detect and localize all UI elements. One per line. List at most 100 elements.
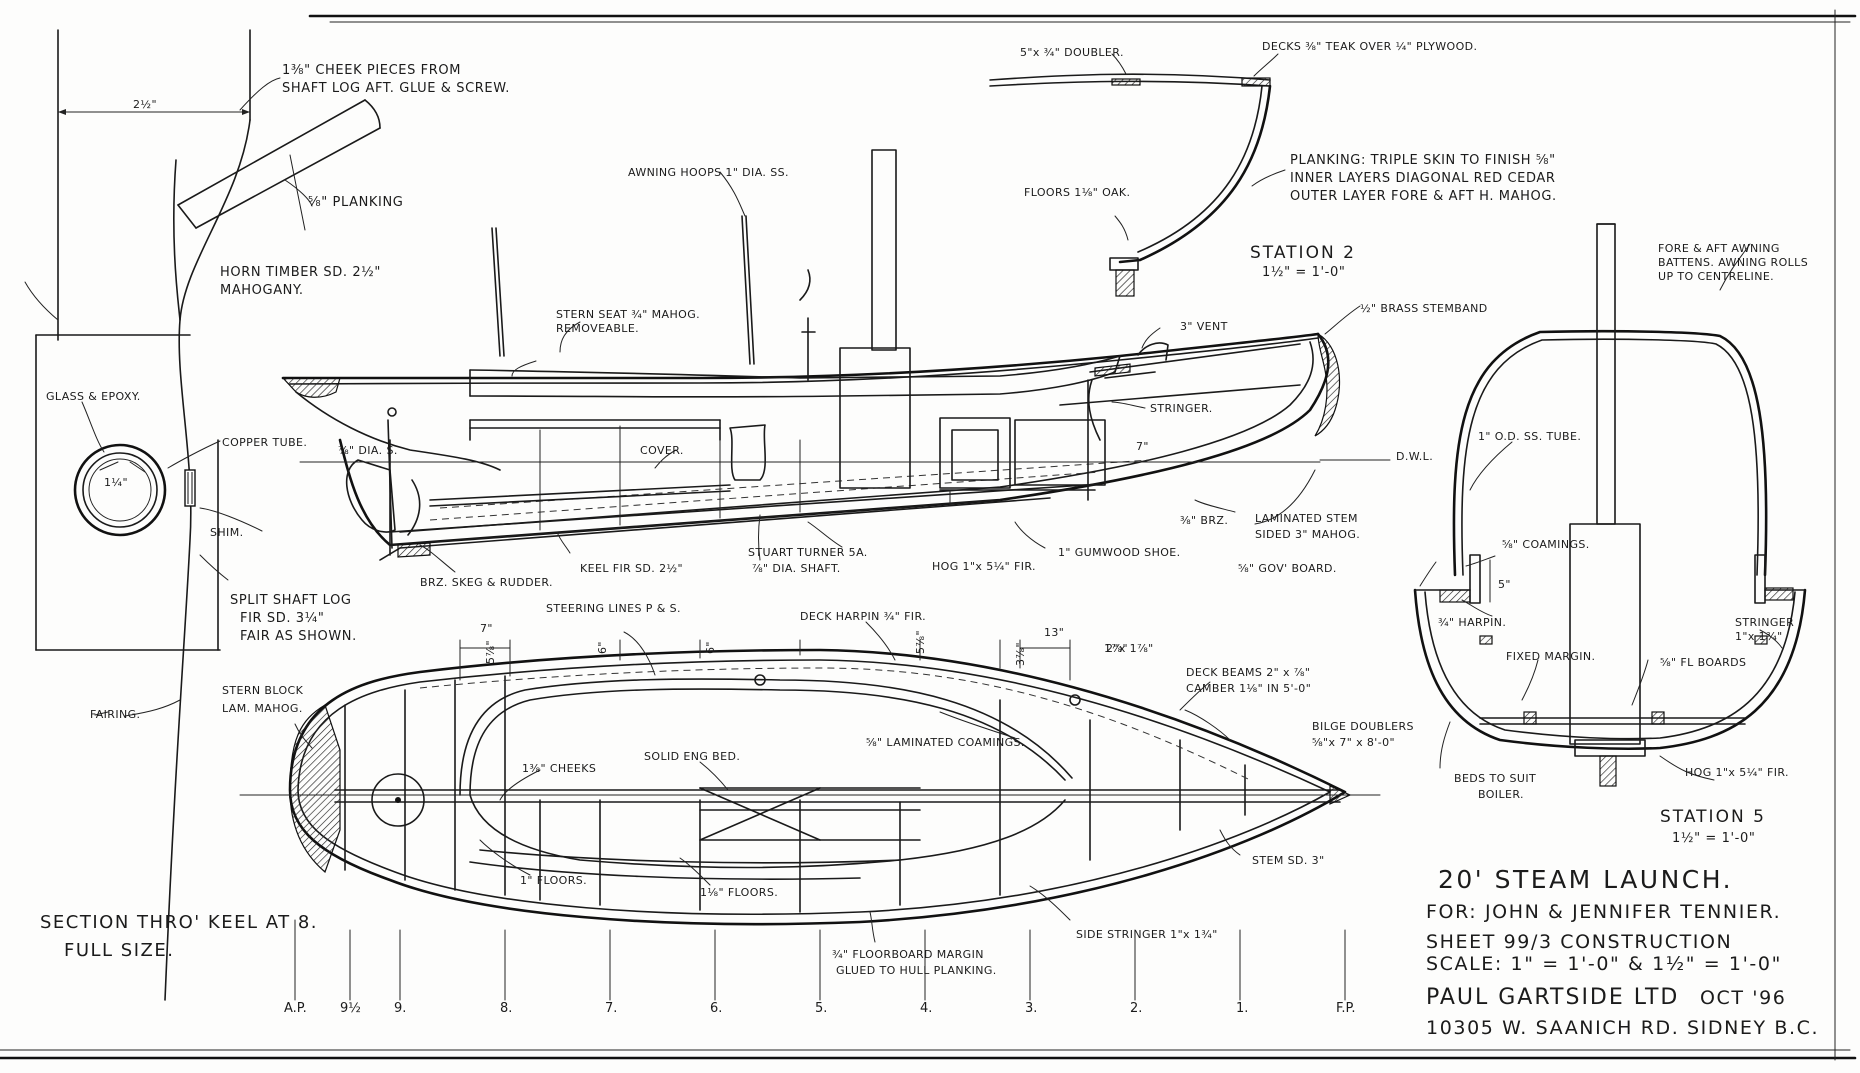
station-number: 5.	[815, 1001, 827, 1016]
label-brz-38: ⅜" BRZ.	[1180, 514, 1228, 527]
label-gumwood: 1" GUMWOOD SHOE.	[1058, 546, 1181, 559]
station-number: 6.	[710, 1001, 722, 1016]
label-awning-battens-2: BATTENS. AWNING ROLLS	[1658, 256, 1808, 269]
label-horn-timber-1: HORN TIMBER SD. 2½"	[220, 265, 381, 280]
annotation-labels: 1⅜" CHEEK PIECES FROM SHAFT LOG AFT. GLU…	[46, 40, 1808, 977]
label-dim-13: 13"	[1044, 626, 1064, 639]
label-awning-battens-3: UP TO CENTRELINE.	[1658, 270, 1774, 283]
label-vent: 3" VENT	[1180, 320, 1228, 333]
label-stem-sd: STEM SD. 3"	[1252, 854, 1325, 867]
label-shim: SHIM.	[210, 526, 244, 539]
label-stemband: ½" BRASS STEMBAND	[1360, 302, 1488, 315]
label-floorboard-margin-1: ¾" FLOORBOARD MARGIN	[832, 948, 984, 961]
label-dim-1a: 1⅞"	[1104, 642, 1128, 655]
label-coamings-58: ⅝" COAMINGS.	[1502, 538, 1590, 551]
label-stuart-2: ⅞" DIA. SHAFT.	[752, 562, 841, 575]
label-split-shaft-2: FIR SD. 3¼"	[240, 611, 324, 626]
label-harpin-34: ¾" HARPIN.	[1438, 616, 1506, 629]
label-dim-7b: 7"	[480, 622, 493, 635]
label-fairing: FAIRING.	[90, 708, 140, 721]
label-stern-seat-2: REMOVEABLE.	[556, 322, 639, 335]
label-bilge-doublers-2: ⅝"x 7" x 8'-0"	[1312, 736, 1395, 749]
label-planking-1: PLANKING: TRIPLE SKIN TO FINISH ⅝"	[1290, 153, 1556, 168]
label-deck-beams-2: CAMBER 1⅛" IN 5'-0"	[1186, 682, 1311, 695]
hull-plan-view	[239, 621, 1381, 943]
label-doubler: 5"x ¾" DOUBLER.	[1020, 46, 1124, 59]
label-dim-2x1: 2"x 1⅞"	[1106, 642, 1154, 655]
station-5-scale: 1½" = 1'-0"	[1672, 831, 1755, 846]
label-split-shaft-1: SPLIT SHAFT LOG	[230, 593, 352, 608]
label-ss-tube: 1" O.D. SS. TUBE.	[1478, 430, 1581, 443]
label-dim-2-5: 2½"	[133, 98, 157, 111]
label-stuart-1: STUART TURNER 5A.	[748, 546, 868, 559]
section-caption-line1: SECTION THRO' KEEL AT 8.	[40, 912, 318, 933]
label-stern-seat-1: STERN SEAT ¾" MAHOG.	[556, 308, 700, 321]
station-names: STATION 2 1½" = 1'-0" STATION 5 1½" = 1'…	[1250, 243, 1766, 846]
label-dim-1-25: 1¼"	[104, 476, 128, 489]
label-decks: DECKS ⅜" TEAK OVER ¼" PLYWOOD.	[1262, 40, 1477, 53]
station-number: 3.	[1025, 1001, 1037, 1016]
station-2-scale: 1½" = 1'-0"	[1262, 265, 1345, 280]
title-block-designer: PAUL GARTSIDE LTD	[1426, 985, 1679, 1010]
label-dim-5b: 5⅞"	[914, 630, 927, 654]
keel-section-caption: SECTION THRO' KEEL AT 8. FULL SIZE.	[40, 912, 318, 961]
label-fixed-margin: FIXED MARGIN.	[1506, 650, 1595, 663]
station-number: F.P.	[1336, 1001, 1355, 1016]
keel-detail	[24, 29, 381, 1001]
label-bilge-doublers-1: BILGE DOUBLERS	[1312, 720, 1414, 733]
label-split-shaft-3: FAIR AS SHOWN.	[240, 629, 357, 644]
station-number: A.P.	[284, 1001, 307, 1016]
station-5-title: STATION 5	[1660, 807, 1766, 827]
label-solid-eng-bed: SOLID ENG BED.	[644, 750, 740, 763]
label-cover: COVER.	[640, 444, 684, 457]
station-number: 7.	[605, 1001, 617, 1016]
label-laminated-coamings: ⅝" LAMINATED COAMINGS.	[866, 736, 1025, 749]
title-block-address: 10305 W. SAANICH RD. SIDNEY B.C.	[1426, 1017, 1819, 1039]
label-floors-1: 1" FLOORS.	[520, 874, 587, 887]
label-hog-2: HOG 1"x 5¼" FIR.	[1685, 766, 1789, 779]
title-block-scale: SCALE: 1" = 1'-0" & 1½" = 1'-0"	[1426, 953, 1782, 975]
label-laminated-stem-1: LAMINATED STEM	[1255, 512, 1358, 525]
label-keel-fir: KEEL FIR SD. 2½"	[580, 562, 683, 575]
station-number: 1.	[1236, 1001, 1248, 1016]
label-dim-3a: 3⅞"	[1014, 642, 1027, 666]
label-cheeks: 1⅜" CHEEKS	[522, 762, 596, 775]
label-dim-7: 7"	[1136, 440, 1149, 453]
station-number: 9.	[394, 1001, 406, 1016]
label-dim-5a: 5⅞"	[484, 640, 497, 664]
label-stern-block-1: STERN BLOCK	[222, 684, 304, 697]
station-2-section	[989, 53, 1286, 297]
label-dim-6a: 6"	[596, 641, 609, 654]
label-dim-5: 5"	[1498, 578, 1511, 591]
title-block-for: FOR: JOHN & JENNIFER TENNIER.	[1426, 901, 1781, 923]
label-awning-battens-1: FORE & AFT AWNING	[1658, 242, 1780, 255]
label-deck-harpin: DECK HARPIN ¾" FIR.	[800, 610, 926, 623]
label-awning-hoops: AWNING HOOPS 1" DIA. SS.	[628, 166, 789, 179]
label-copper-tube: COPPER TUBE.	[222, 436, 307, 449]
label-dim-6b: 6"	[704, 641, 717, 654]
hull-profile	[281, 149, 1391, 573]
station-number: 2.	[1130, 1001, 1142, 1016]
title-block-sheet: SHEET 99/3 CONSTRUCTION	[1426, 931, 1732, 953]
station-number: 8.	[500, 1001, 512, 1016]
station-numbers: A.P. 9½ 9. 8. 7. 6. 5. 4. 3. 2. 1. F.P.	[284, 1001, 1355, 1016]
label-cheek-pieces-1: 1⅜" CHEEK PIECES FROM	[282, 63, 461, 78]
sheet-border	[0, 9, 1857, 1061]
station-number: 9½	[340, 1001, 361, 1016]
label-horn-timber-2: MAHOGANY.	[220, 283, 304, 298]
label-boards-58: ⅝" FL BOARDS	[1660, 656, 1746, 669]
label-shaft-dia: ⅞" DIA. S.	[338, 444, 398, 457]
title-block-title: 20' STEAM LAUNCH.	[1438, 865, 1733, 894]
label-deck-beams-1: DECK BEAMS 2" x ⅞"	[1186, 666, 1310, 679]
label-beds-2: BOILER.	[1478, 788, 1524, 801]
label-steering-lines: STEERING LINES P & S.	[546, 602, 681, 615]
label-beds-1: BEDS TO SUIT	[1454, 772, 1536, 785]
station-2-title: STATION 2	[1250, 243, 1356, 263]
label-stringer: STRINGER.	[1150, 402, 1213, 415]
title-block: 20' STEAM LAUNCH. FOR: JOHN & JENNIFER T…	[1426, 865, 1819, 1039]
station-ticks	[294, 919, 1346, 1001]
label-gov-board: ⅝" GOV' BOARD.	[1238, 562, 1337, 575]
label-dwl: D.W.L.	[1396, 450, 1433, 463]
